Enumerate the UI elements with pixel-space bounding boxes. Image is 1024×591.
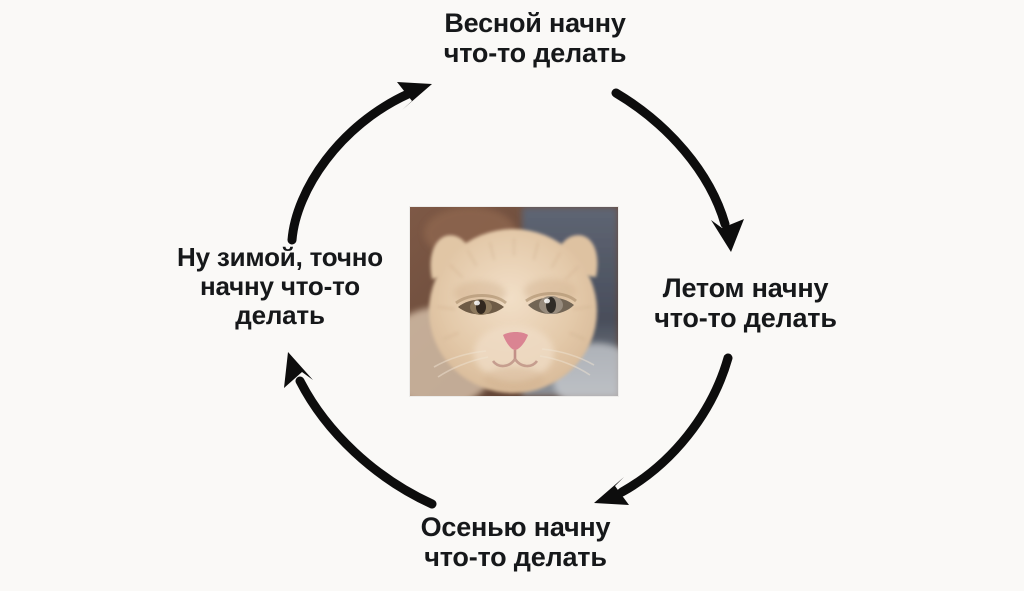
arrow-autumn-to-winter [284,352,437,509]
kitten-right-eye [525,292,577,314]
kitten-nose [503,332,528,350]
kitten-photo [410,207,618,396]
label-autumn: Осенью начну что-то делать [420,512,611,573]
arrow-winter-to-spring [287,82,432,245]
arrow-summer-to-autumn [594,353,733,505]
kitten-left-eye [455,294,507,315]
label-winter: Ну зимой, точно начну что-то делать [177,242,383,331]
label-summer: Летом начну что-то делать [654,273,837,334]
label-spring: Весной начну что-то делать [443,8,627,69]
arrow-spring-to-summer [611,88,744,252]
kitten-illustration [410,207,618,396]
